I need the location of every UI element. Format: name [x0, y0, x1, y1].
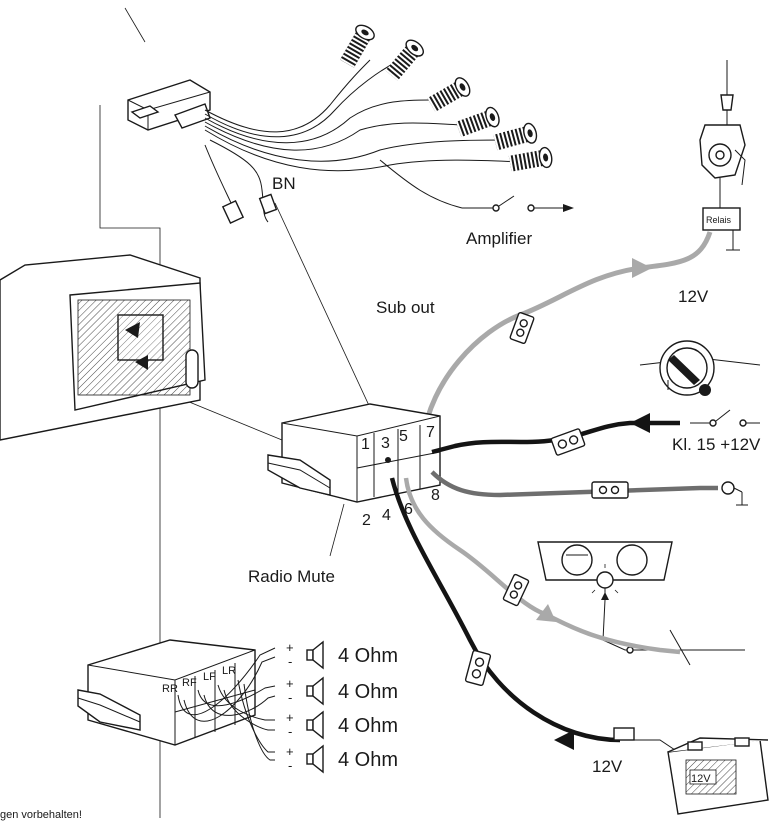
speaker-label: 4 Ohm: [338, 681, 398, 703]
radio-unit: [0, 254, 206, 441]
speaker-label: 4 Ohm: [338, 715, 398, 737]
speaker-plus: +: [286, 640, 294, 655]
speaker-icon: [306, 676, 324, 706]
radio-mute-label: Radio Mute: [248, 567, 335, 586]
footer-note: gen vorbehalten!: [0, 809, 82, 821]
battery-wire: [389, 477, 621, 743]
speaker-icon: [306, 640, 324, 670]
pin-1: 1: [361, 436, 370, 453]
speaker-plus: +: [286, 676, 294, 691]
speaker-2: + - 4 Ohm: [286, 676, 398, 706]
speaker-minus: -: [288, 724, 292, 739]
speaker-plus: +: [286, 744, 294, 759]
antenna-wire: [420, 231, 713, 441]
channel-rr: RR: [162, 683, 178, 695]
ignition-key-icon: [639, 340, 761, 396]
pin-2: 2: [362, 512, 371, 529]
speaker-plus: +: [286, 710, 294, 725]
arrow-icon: [536, 604, 556, 622]
speaker-minus: -: [288, 758, 292, 773]
battery-case-label: 12V: [691, 773, 711, 785]
iso-connector: [267, 403, 441, 503]
battery-icon: [613, 727, 769, 815]
speaker-icon: [306, 744, 324, 774]
ground-wire: [430, 470, 718, 498]
antenna-icon: [699, 60, 746, 251]
fuse-holder-icon: [591, 481, 629, 499]
speaker-4: + - 4 Ohm: [286, 744, 398, 774]
pin-3: 3: [381, 435, 390, 452]
ignition-label: Kl. 15 +12V: [672, 435, 761, 454]
rca-connector-icon: [340, 24, 553, 172]
sub-out-label: Sub out: [376, 298, 435, 317]
arrow-icon: [554, 730, 574, 750]
speaker-minus: -: [288, 690, 292, 705]
channel-lf: LF: [203, 671, 216, 683]
fuse-holder-icon: [509, 311, 535, 345]
amplifier-label: Amplifier: [466, 229, 532, 248]
amplifier-switch-icon: [462, 195, 574, 212]
ground-icon: [721, 481, 748, 506]
speaker-3: + - 4 Ohm: [286, 710, 398, 740]
speaker-minus: -: [288, 654, 292, 669]
speaker-wires: [177, 647, 276, 761]
connector-pin-labels: 1 2 3 4 5 6 7 8: [361, 424, 440, 529]
bn-label: BN: [272, 174, 296, 193]
battery-voltage-label: 12V: [592, 757, 623, 776]
speaker-connector: [77, 639, 256, 746]
fuse-holder-icon: [464, 649, 492, 687]
channel-rf: RF: [182, 677, 197, 689]
speaker-list: + - 4 Ohm + - 4 Ohm + - 4 Ohm: [286, 640, 398, 774]
speaker-label: 4 Ohm: [338, 645, 398, 667]
antenna-voltage-label: 12V: [678, 287, 709, 306]
speaker-label: 4 Ohm: [338, 749, 398, 771]
amp-channel-labels: RR RF LF LR: [162, 665, 236, 695]
pin-8: 8: [431, 487, 440, 504]
rca-harness: [127, 59, 521, 225]
pin-4: 4: [382, 507, 391, 524]
arrow-icon: [630, 413, 650, 433]
pin-5: 5: [399, 428, 408, 445]
pin-6: 6: [404, 501, 413, 518]
channel-lr: LR: [222, 665, 236, 677]
fuse-holder-icon: [550, 428, 586, 456]
speaker-icon: [306, 710, 324, 740]
pin-7: 7: [426, 424, 435, 441]
speaker-1: + - 4 Ohm: [286, 640, 398, 670]
ignition-switch-icon: [690, 409, 760, 427]
arrow-icon: [632, 258, 652, 278]
instrument-panel-icon: [537, 541, 745, 666]
fuse-holder-icon: [502, 573, 530, 607]
relais-label: Relais: [706, 215, 732, 225]
